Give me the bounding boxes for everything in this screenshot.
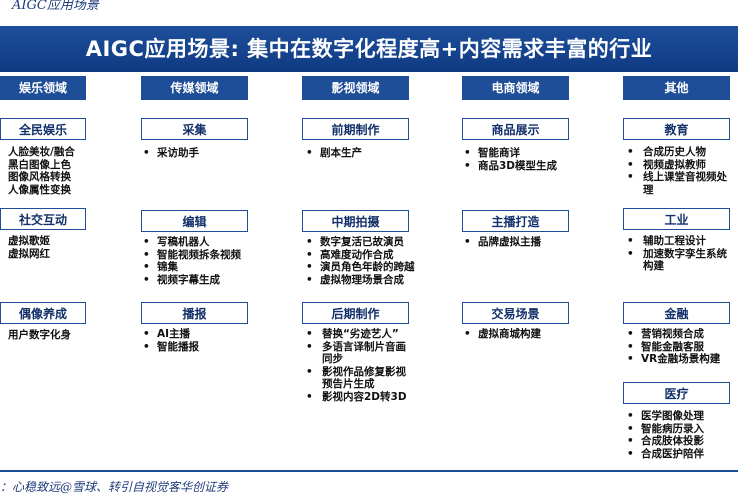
list-item: 多语言译制片音画同步 bbox=[306, 341, 410, 366]
list-item: 合成医护陪伴 bbox=[627, 448, 735, 461]
list-item: 智能病历录入 bbox=[627, 423, 735, 436]
group-title-collect: 采集 bbox=[141, 118, 248, 140]
group-title-social: 社交互动 bbox=[0, 208, 86, 230]
list-item: 用户数字化身 bbox=[8, 329, 71, 341]
group-title-industry: 工业 bbox=[623, 208, 730, 230]
list-item: 品牌虚拟主播 bbox=[464, 236, 584, 249]
list-finance: 营销视频合成 智能金融客服 VR金融场景构建 bbox=[627, 328, 738, 366]
group-title-finance: 金融 bbox=[623, 302, 730, 324]
list-idol: 用户数字化身 bbox=[8, 329, 98, 342]
top-heading: AIGC应用场景 bbox=[12, 0, 99, 13]
list-item: 替换“劣迹艺人” bbox=[306, 328, 410, 341]
list-item: 加速数字孪生系统构建 bbox=[627, 248, 735, 273]
list-item: 智能播报 bbox=[143, 341, 263, 354]
list-item: 锦集 bbox=[143, 261, 263, 274]
list-industry: 辅助工程设计 加速数字孪生系统构建 bbox=[627, 235, 735, 273]
list-medical: 医学图像处理 智能病历录入 合成肢体投影 合成医护陪伴 bbox=[627, 410, 735, 460]
title-banner: AIGC应用场景: 集中在数字化程度高+内容需求丰富的行业 bbox=[0, 26, 738, 72]
list-item: 影视作品修复影视预告片生成 bbox=[306, 366, 410, 391]
column-header-media: 传媒领域 bbox=[141, 76, 248, 100]
list-edit: 写稿机器人 智能视频拆条视频 锦集 视频字幕生成 bbox=[143, 236, 263, 286]
group-title-education: 教育 bbox=[623, 118, 730, 140]
bottom-divider bbox=[0, 470, 738, 472]
list-item: 虚拟物理场景合成 bbox=[306, 274, 430, 287]
page-title: AIGC应用场景: 集中在数字化程度高+内容需求丰富的行业 bbox=[85, 37, 653, 61]
list-item: 辅助工程设计 bbox=[627, 235, 735, 248]
list-education: 合成历史人物 视频虚拟教师 线上课堂音视频处理 bbox=[627, 146, 735, 196]
list-item: 演员角色年龄的跨越 bbox=[306, 261, 430, 274]
column-header-others: 其他 bbox=[623, 76, 730, 100]
list-item: 虚拟网红 bbox=[8, 247, 50, 260]
list-item: 数字复活已故演员 bbox=[306, 236, 430, 249]
list-item: 采访助手 bbox=[143, 147, 263, 160]
list-item: 剧本生产 bbox=[306, 147, 424, 160]
source-note: ：心稳致远@雪球、转引自视觉客华创证券 bbox=[0, 480, 229, 494]
list-collect: 采访助手 bbox=[143, 147, 263, 160]
group-title-broadcast: 播报 bbox=[141, 302, 248, 324]
group-title-anchor: 主播打造 bbox=[462, 210, 569, 232]
list-shooting: 数字复活已故演员 高难度动作合成 演员角色年龄的跨越 虚拟物理场景合成 bbox=[306, 236, 430, 286]
list-item: 合成历史人物 bbox=[627, 146, 735, 159]
list-item: 图像风格转换 bbox=[8, 171, 71, 183]
list-item: 黑白图像上色 bbox=[8, 158, 71, 171]
list-item: 医学图像处理 bbox=[627, 410, 735, 423]
list-item: 智能商详 bbox=[464, 147, 584, 160]
list-item: 虚拟商城构建 bbox=[464, 328, 584, 341]
group-title-mass-entertainment: 全民娱乐 bbox=[0, 118, 86, 140]
list-item: 虚拟歌姬 bbox=[8, 235, 50, 247]
group-title-postproduction: 后期制作 bbox=[302, 302, 409, 324]
group-title-shooting: 中期拍摄 bbox=[302, 210, 409, 232]
group-title-trade: 交易场景 bbox=[462, 302, 569, 324]
column-header-entertainment: 娱乐领域 bbox=[0, 76, 86, 100]
list-item: 智能视频拆条视频 bbox=[143, 249, 263, 262]
list-item: VR金融场景构建 bbox=[627, 353, 738, 366]
list-item: 视频字幕生成 bbox=[143, 274, 263, 287]
list-item: 高难度动作合成 bbox=[306, 249, 430, 262]
list-item: 影视内容2D转3D bbox=[306, 391, 410, 404]
group-title-edit: 编辑 bbox=[141, 210, 248, 232]
list-item: 智能金融客服 bbox=[627, 341, 738, 354]
list-item: 商品3D模型生成 bbox=[464, 160, 584, 173]
list-social: 虚拟歌姬 虚拟网红 bbox=[8, 235, 98, 260]
list-item: 合成肢体投影 bbox=[627, 435, 735, 448]
group-title-preproduction: 前期制作 bbox=[302, 118, 409, 140]
list-item: 人脸美妆/融合 bbox=[8, 146, 75, 158]
list-anchor: 品牌虚拟主播 bbox=[464, 236, 584, 249]
group-title-idol: 偶像养成 bbox=[0, 302, 86, 324]
list-trade: 虚拟商城构建 bbox=[464, 328, 584, 341]
column-header-ecommerce: 电商领域 bbox=[462, 76, 569, 100]
list-item: 营销视频合成 bbox=[627, 328, 738, 341]
list-broadcast: AI主播 智能播报 bbox=[143, 328, 263, 353]
group-title-product-display: 商品展示 bbox=[462, 118, 569, 140]
list-postproduction: 替换“劣迹艺人” 多语言译制片音画同步 影视作品修复影视预告片生成 影视内容2D… bbox=[306, 328, 410, 403]
group-title-medical: 医疗 bbox=[623, 382, 730, 404]
list-item: 线上课堂音视频处理 bbox=[627, 171, 735, 196]
list-item: 人像属性变换 bbox=[8, 183, 71, 196]
list-preproduction: 剧本生产 bbox=[306, 147, 424, 160]
column-header-film: 影视领域 bbox=[302, 76, 409, 100]
list-item: 写稿机器人 bbox=[143, 236, 263, 249]
list-item: 视频虚拟教师 bbox=[627, 159, 735, 172]
list-item: AI主播 bbox=[143, 328, 263, 341]
list-product-display: 智能商详 商品3D模型生成 bbox=[464, 147, 584, 172]
list-mass-entertainment: 人脸美妆/融合 黑白图像上色 图像风格转换 人像属性变换 bbox=[8, 146, 98, 196]
